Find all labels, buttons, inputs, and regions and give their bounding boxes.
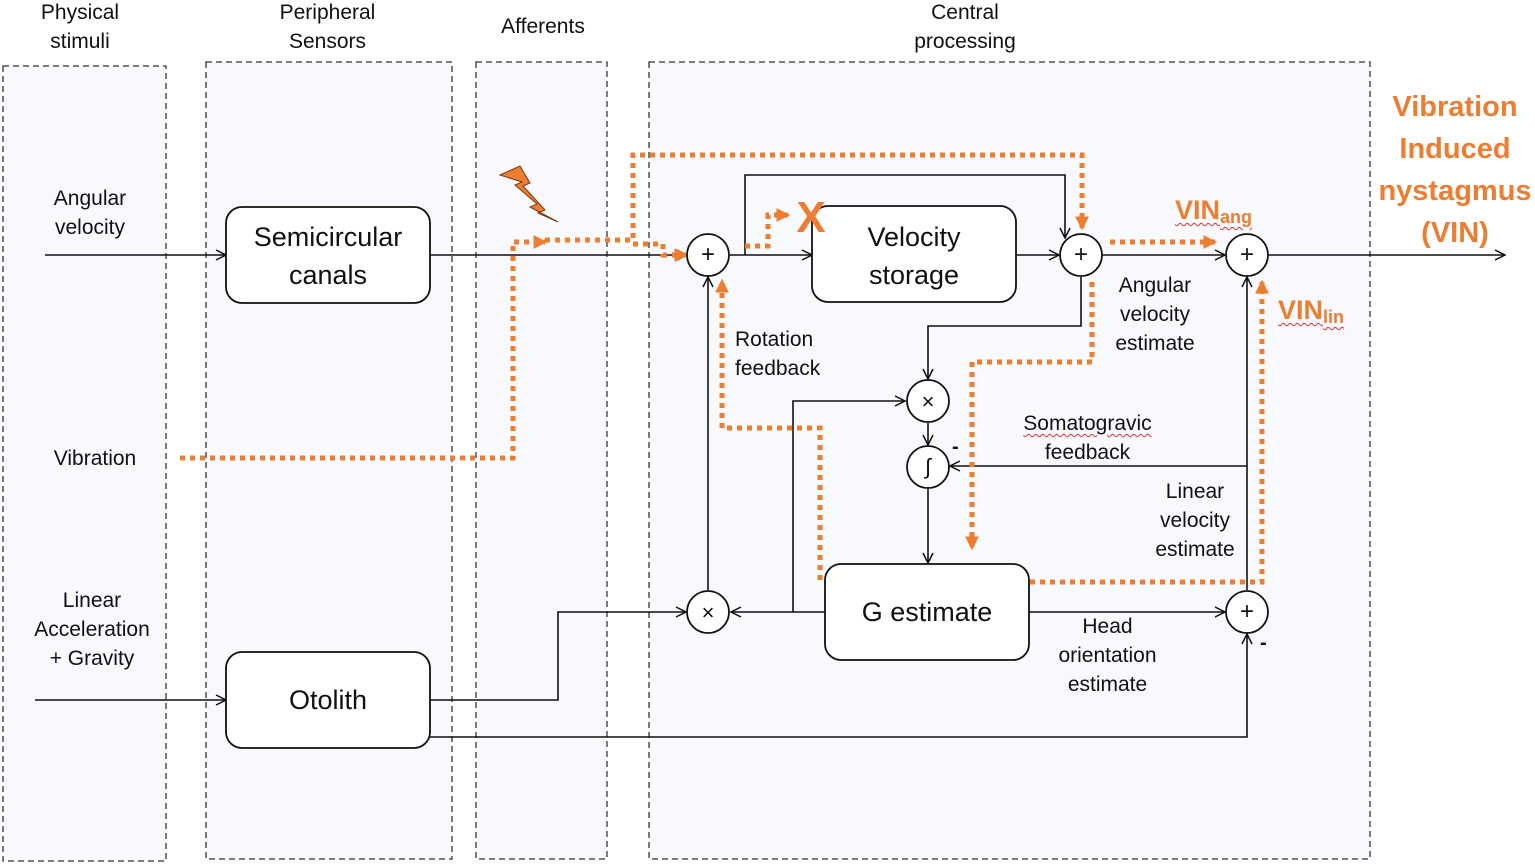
panel-physical-stimuli — [2, 65, 167, 862]
block-line: canals — [288, 260, 368, 290]
vib-path-to-g — [965, 282, 1095, 551]
vib-path-linear — [1030, 279, 1269, 585]
multiply-node-1 — [686, 590, 730, 634]
multiply-2-symbol: × — [921, 389, 935, 414]
multiply-node-2 — [906, 379, 950, 423]
sum-node-4 — [1225, 590, 1269, 634]
header-line: Afferents — [501, 15, 585, 38]
label-line: Linear — [62, 589, 122, 612]
block-line: Velocity — [867, 222, 961, 252]
label-head-orientation-estimate: Head orientation estimate — [1045, 612, 1170, 699]
header-central-processing: Central processing — [895, 0, 1035, 56]
label-line: + Gravity — [49, 647, 135, 670]
line-otolith-to-mult1 — [430, 612, 686, 701]
header-line: stimuli — [50, 30, 110, 53]
vib-path-rotation-feedback — [715, 278, 823, 580]
line-vs-bypass — [744, 174, 1065, 255]
vin-ang-sub: ang — [1220, 207, 1253, 227]
header-peripheral-sensors: Peripheral Sensors — [255, 0, 400, 56]
vin-ang-main: VIN — [1175, 195, 1221, 225]
blocked-x-icon: X — [796, 193, 826, 242]
label-line: estimate — [1155, 538, 1235, 561]
sum-node-2 — [1059, 233, 1103, 277]
label-vin-ang: VINang — [1175, 196, 1252, 228]
title-line: Vibration — [1392, 91, 1518, 123]
block-line: Otolith — [288, 685, 368, 715]
header-afferents: Afferents — [483, 12, 603, 41]
label-rotation-feedback: Rotation feedback — [735, 325, 820, 383]
vib-path-input — [180, 235, 548, 461]
vin-lin-sub: lin — [1323, 307, 1345, 327]
sum-1-symbol: + — [700, 241, 715, 268]
label-line: feedback — [1044, 441, 1131, 464]
header-line: Physical — [40, 1, 120, 24]
integrator-node — [906, 445, 950, 489]
vib-path-to-vs-blocked — [745, 208, 791, 249]
sum-node-3 — [1225, 233, 1269, 277]
label-vin-lin: VINlin — [1278, 296, 1344, 328]
block-line: Semicircular — [253, 222, 403, 252]
label-line: Acceleration — [34, 618, 150, 641]
label-line: Head — [1082, 615, 1133, 638]
block-velocity-storage-label: Velocity storage — [812, 218, 1016, 294]
label-line: orientation — [1058, 644, 1157, 667]
output-title: Vibration Induced nystagmus (VIN) — [1375, 86, 1535, 254]
panel-afferents — [475, 61, 608, 860]
label-line: Somatogravic — [1023, 412, 1152, 435]
label-line: Linear — [1165, 480, 1225, 503]
block-semicircular-canals-label: Semicircular canals — [226, 218, 430, 294]
vib-path-afferent — [545, 152, 1089, 243]
label-line: Angular — [1118, 274, 1192, 297]
panel-central-processing — [648, 61, 1371, 860]
header-line: Peripheral — [279, 1, 376, 24]
block-otolith — [225, 651, 431, 749]
vib-path-to-sum1 — [633, 241, 689, 262]
lightning-bolt-icon — [498, 165, 559, 223]
block-g-estimate — [824, 563, 1030, 661]
label-linear-velocity-estimate: Linear velocity estimate — [1140, 477, 1250, 564]
label-line: feedback — [735, 357, 821, 380]
title-line: (VIN) — [1421, 217, 1489, 249]
block-semicircular-canals — [225, 206, 431, 304]
header-line: processing — [914, 30, 1016, 53]
header-line: Central — [931, 1, 999, 24]
label-line: Rotation — [735, 328, 814, 351]
label-line: velocity — [54, 216, 126, 239]
multiply-1-symbol: × — [701, 600, 715, 625]
label-line: Angular — [53, 187, 127, 210]
block-line: storage — [868, 260, 960, 290]
label-somatogravic-feedback: Somatogravic feedback — [1015, 409, 1160, 467]
line-otolith-to-sum4 — [430, 634, 1247, 738]
block-line: G estimate — [861, 597, 993, 627]
block-velocity-storage — [811, 205, 1017, 303]
label-angular-velocity: Angular velocity — [30, 184, 150, 242]
block-g-estimate-label: G estimate — [825, 593, 1029, 631]
label-line: Vibration — [53, 447, 137, 470]
line-sum2-to-mult2 — [928, 277, 1082, 379]
label-vibration: Vibration — [35, 444, 155, 473]
label-angular-velocity-estimate: Angular velocity estimate — [1100, 271, 1210, 358]
line-g-to-mult2 — [792, 401, 905, 612]
label-linear-acceleration: Linear Acceleration + Gravity — [22, 586, 162, 673]
title-line: Induced — [1399, 133, 1511, 165]
sum-4-minus-sign: - — [1260, 632, 1267, 654]
integrator-minus-sign: - — [952, 436, 959, 458]
header-physical-stimuli: Physical stimuli — [20, 0, 140, 56]
label-line: velocity — [1159, 509, 1231, 532]
label-line: velocity — [1119, 303, 1191, 326]
block-otolith-label: Otolith — [226, 681, 430, 719]
sum-node-1 — [686, 233, 730, 277]
vin-lin-main: VIN — [1278, 295, 1324, 325]
label-line: estimate — [1115, 332, 1195, 355]
sum-4-symbol: + — [1239, 598, 1254, 625]
sum-3-symbol: + — [1239, 241, 1254, 268]
title-line: nystagmus — [1378, 175, 1532, 207]
header-line: Sensors — [288, 30, 367, 53]
integrator-symbol: ∫ — [924, 454, 932, 479]
sum-2-symbol: + — [1073, 241, 1088, 268]
label-line: estimate — [1067, 673, 1148, 696]
